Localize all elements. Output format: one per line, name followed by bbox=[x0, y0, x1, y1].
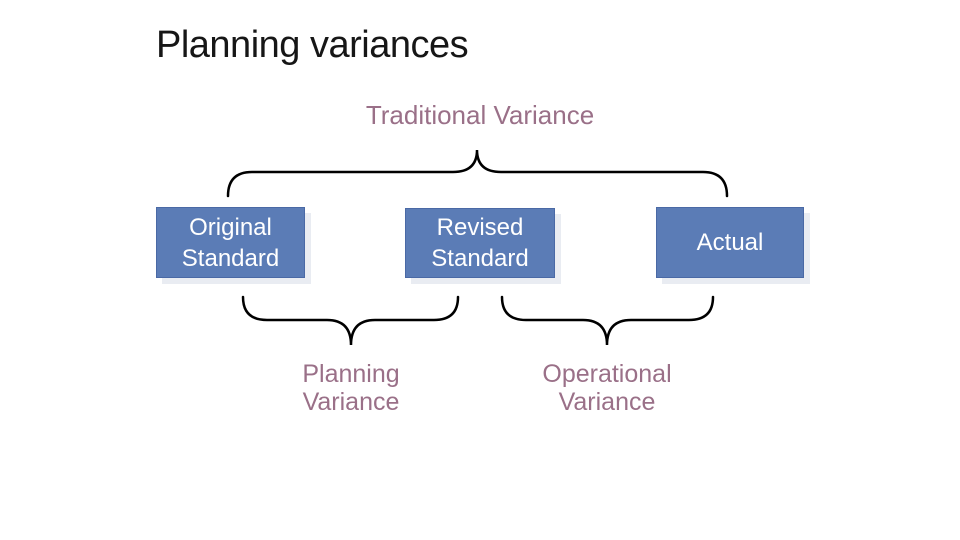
planning-variance-brace bbox=[241, 295, 460, 346]
operational-variance-label: Operational Variance bbox=[542, 360, 672, 416]
planning-variance-label: Planning Variance bbox=[302, 360, 400, 416]
original-standard-box-label: Original Standard bbox=[181, 213, 280, 272]
revised-standard-box-label: Revised Standard bbox=[431, 214, 529, 272]
operational-variance-brace bbox=[500, 295, 715, 346]
original-standard-box: Original Standard bbox=[156, 207, 305, 278]
actual-box-label: Actual bbox=[696, 229, 764, 256]
traditional-variance-brace bbox=[226, 149, 729, 198]
actual-box: Actual bbox=[656, 207, 804, 278]
traditional-variance-label: Traditional Variance bbox=[365, 100, 595, 130]
revised-standard-box: Revised Standard bbox=[405, 208, 555, 278]
slide-title: Planning variances bbox=[156, 24, 469, 66]
